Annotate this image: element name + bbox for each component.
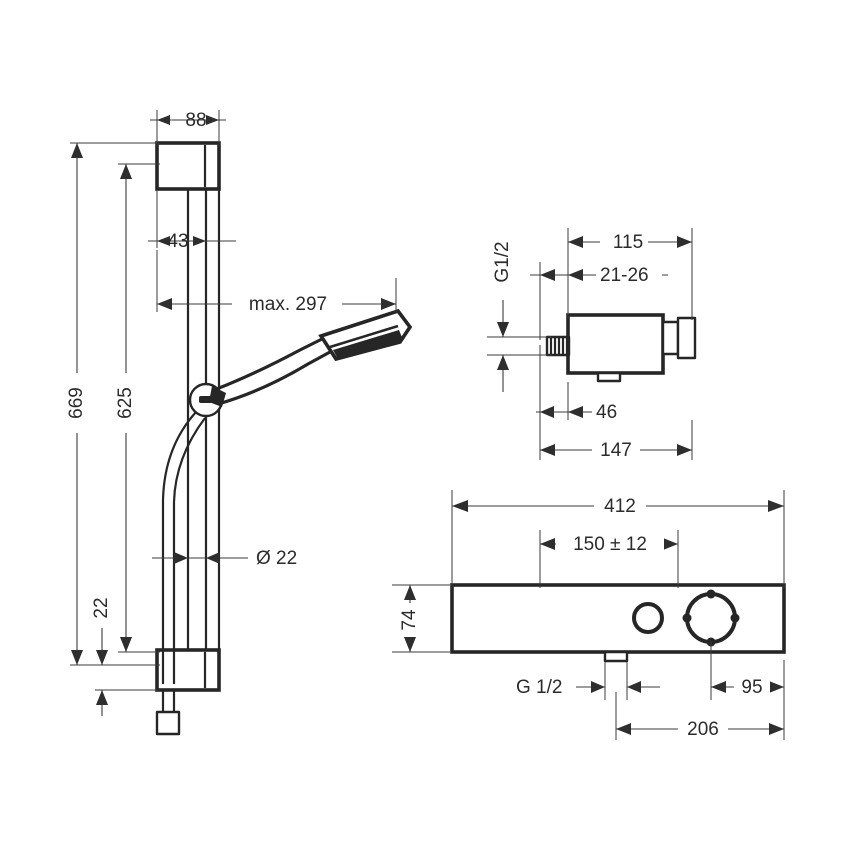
dim-label-43: 43	[167, 231, 188, 252]
dimension-669: 669	[66, 142, 160, 666]
rail-top-bracket	[155, 141, 221, 191]
hose-lower-drop	[155, 690, 181, 736]
shower-rail-view: 88 43 max. 297	[66, 110, 413, 736]
dimension-95: 95	[710, 642, 785, 700]
dimension-115: 115	[567, 228, 693, 320]
hand-shower	[209, 308, 413, 407]
dim-label-46: 46	[596, 402, 617, 423]
valve-threaded-inlet	[545, 335, 571, 357]
dimension-412: 412	[451, 490, 785, 588]
rail-tube	[186, 189, 221, 650]
dim-label-150: 150 ± 12	[573, 534, 647, 555]
dimension-21-26: 21-26	[530, 262, 668, 340]
dim-label-206: 206	[687, 719, 719, 740]
thermostat-valve-view: 115 21-26 G1/2	[487, 228, 697, 461]
dimension-46: 46	[536, 382, 628, 423]
mixer-volume-knob	[632, 602, 664, 634]
dimension-43: 43	[148, 190, 236, 252]
dim-label-88: 88	[185, 110, 206, 131]
dim-label-412: 412	[604, 496, 636, 517]
dimension-150: 150 ± 12	[539, 530, 679, 588]
valve-body	[566, 313, 665, 383]
dimension-88: 88	[150, 110, 226, 146]
dim-label-95: 95	[741, 677, 762, 698]
dimension-206: 206	[615, 692, 785, 740]
dim-label-669: 669	[66, 387, 87, 419]
dim-label-147: 147	[600, 440, 632, 461]
dimension-625: 625	[115, 163, 160, 653]
valve-outlet-cap	[661, 316, 697, 360]
dim-label-hose-diameter: Ø 22	[256, 548, 297, 569]
dim-label-g12-valve: G1/2	[492, 241, 513, 282]
dimension-147: 147	[539, 345, 693, 461]
shower-hose	[161, 411, 206, 684]
dim-label-625: 625	[115, 387, 136, 419]
mixer-body	[450, 583, 786, 663]
dim-label-max-297: max. 297	[249, 294, 327, 315]
dim-label-74: 74	[399, 609, 420, 631]
mixer-bar-view: 412 150 ± 12 74	[392, 490, 786, 740]
dimension-g12-valve: G1/2	[487, 232, 552, 392]
dim-label-g12-mixer: G 1/2	[516, 677, 562, 698]
dimension-max-297: max. 297	[156, 250, 397, 315]
dimension-74: 74	[392, 584, 450, 653]
dim-label-115: 115	[613, 232, 643, 253]
dim-label-21-26: 21-26	[600, 265, 649, 286]
dimension-hose-diameter: Ø 22	[152, 548, 297, 569]
dim-label-22-offset: 22	[91, 597, 112, 618]
rail-bottom-bracket	[155, 648, 221, 692]
dimension-22-offset: 22	[91, 588, 160, 716]
dimension-g12-mixer: G 1/2	[516, 662, 660, 700]
